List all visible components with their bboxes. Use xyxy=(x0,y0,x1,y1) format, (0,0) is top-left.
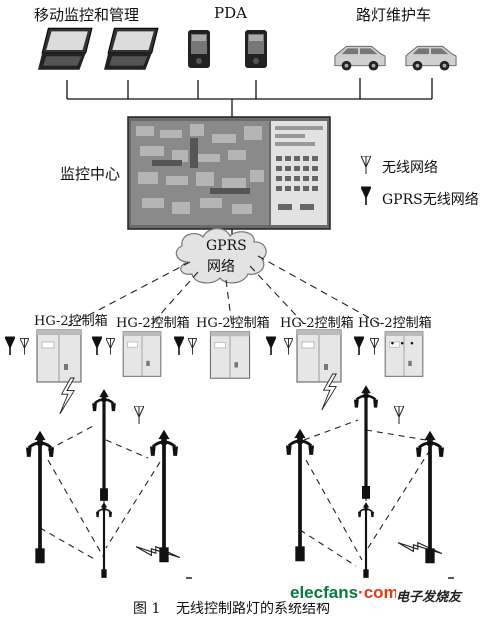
pda-icon xyxy=(245,30,267,68)
laptop-icon xyxy=(38,27,93,71)
gprs-dashed-links xyxy=(67,255,385,327)
watermark-site: elecfans·com xyxy=(288,583,401,603)
control-box-label: HG-2控制箱 xyxy=(280,316,354,331)
street-lamp-icon xyxy=(286,427,314,563)
monitor-center-label: 监控中心 xyxy=(60,165,121,183)
lightning-icon xyxy=(59,377,75,415)
cloud-icon xyxy=(175,228,267,284)
gprs-wireless-legend: GPRS无线网络 xyxy=(382,192,479,208)
lamp-mesh-right xyxy=(299,419,431,567)
lamp-mesh-left xyxy=(39,424,161,561)
control-box-icon xyxy=(36,329,82,383)
antenna-icon xyxy=(134,406,144,424)
street-lamp-icon xyxy=(150,428,178,564)
street-lamp-icon xyxy=(94,500,114,580)
antenna-icon xyxy=(361,186,371,206)
antenna-icon xyxy=(394,406,404,424)
street-lamp-icon xyxy=(90,387,118,503)
lightning-icon xyxy=(398,542,442,555)
cloud-label-line2: 网络 xyxy=(207,259,235,275)
control-box-label: HG-2控制箱 xyxy=(196,316,270,331)
control-box-label: HG-2控制箱 xyxy=(358,316,432,331)
street-lamp-icon xyxy=(26,429,54,565)
figure-caption: 无线控制路灯的系统结构 xyxy=(176,601,330,617)
cloud-label-line1: GPRS xyxy=(206,238,247,254)
antenna-icon xyxy=(361,156,371,174)
figure-number: 图 1 xyxy=(133,601,161,617)
street-lamp-icon xyxy=(352,383,380,501)
pda-icon xyxy=(188,30,210,68)
lightning-icon xyxy=(136,546,180,559)
monitor-screen xyxy=(127,116,331,230)
laptop-icon xyxy=(104,27,159,71)
wireless-network-legend: 无线网络 xyxy=(382,160,438,176)
car-icon xyxy=(405,45,457,71)
top-bus-line xyxy=(66,78,433,117)
maintenance-vehicle-label: 路灯维护车 xyxy=(356,6,432,24)
control-box-label: HG-2控制箱 xyxy=(116,316,190,331)
watermark-brand: 电子发烧友 xyxy=(396,586,462,605)
control-box-icon xyxy=(209,331,251,379)
watermark-site-domain: ·com xyxy=(358,583,399,602)
watermark-site-name: elecfans xyxy=(290,583,359,602)
pda-label: PDA xyxy=(214,4,247,22)
ellipsis-mark: · · · xyxy=(390,336,415,352)
mobile-monitor-label: 移动监控和管理 xyxy=(34,6,140,24)
street-lamp-icon xyxy=(356,500,376,580)
car-icon xyxy=(334,45,386,71)
control-box-icon xyxy=(122,331,162,377)
control-box-label: HG-2控制箱 xyxy=(34,314,108,329)
